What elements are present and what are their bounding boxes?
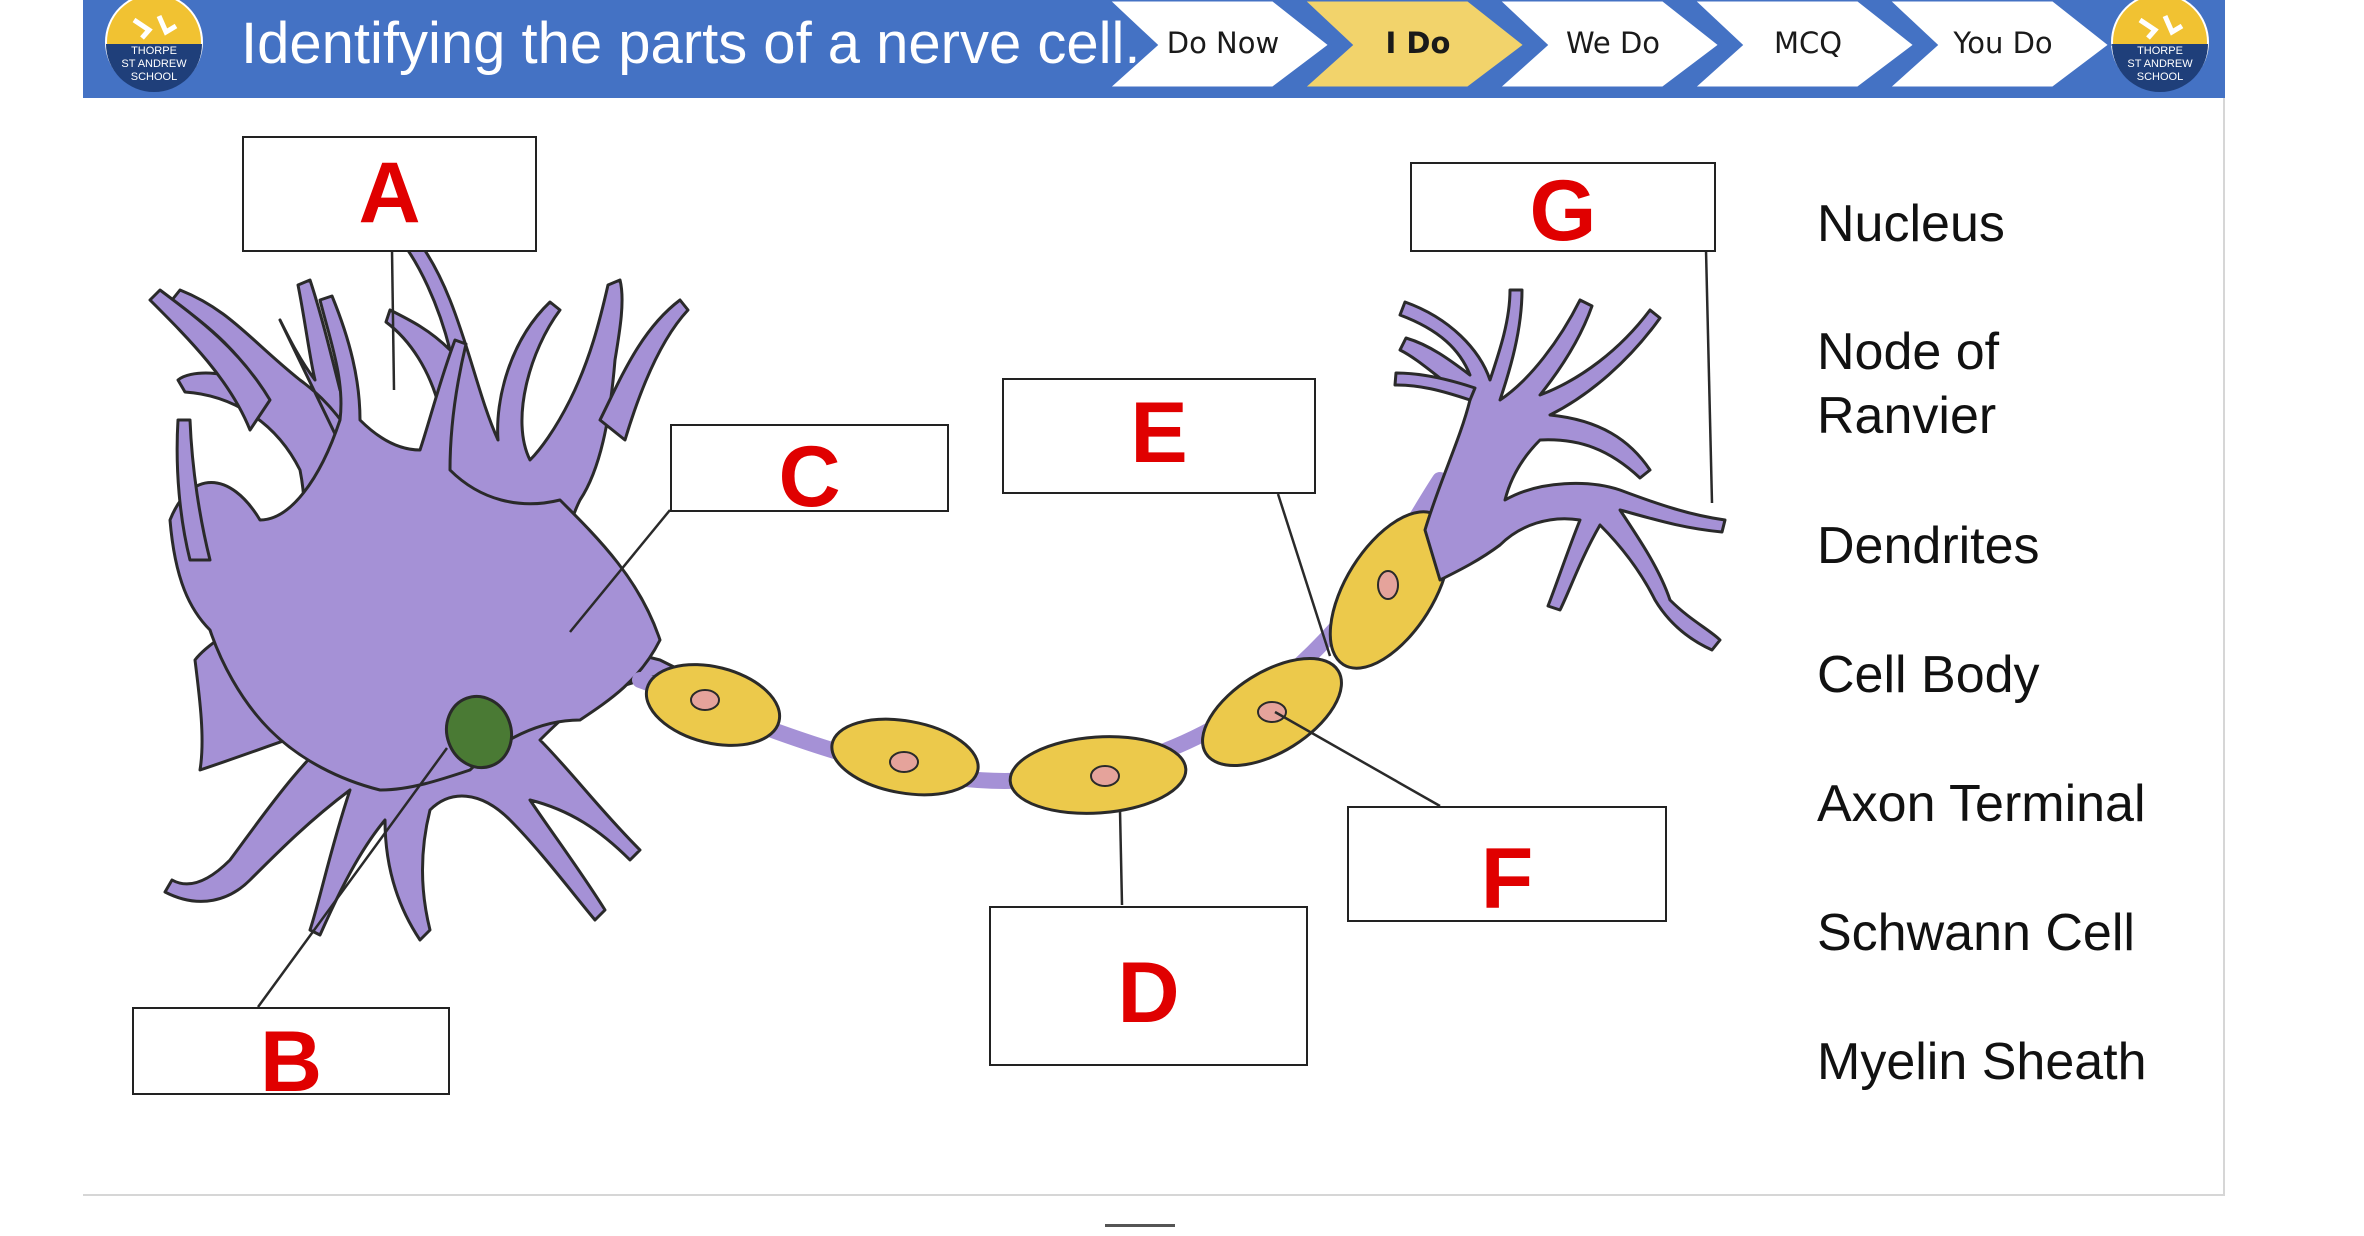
axon-terminal [1393,288,1727,652]
svg-text:ST ANDREW: ST ANDREW [2127,58,2193,70]
school-logo-right: THORPE ST ANDREW SCHOOL [2111,0,2209,92]
cell-body [148,288,690,792]
scroll-indicator [1105,1224,1175,1227]
term-schwann-cell: Schwann Cell [1817,904,2135,962]
svg-text:SCHOOL: SCHOOL [131,71,177,83]
label-box-f[interactable]: F [1347,806,1667,927]
term-axon-terminal: Axon Terminal [1817,775,2146,833]
nav-tab-label: You Do [1953,26,2053,60]
label-box-d[interactable]: D [989,906,1308,1066]
label-letter: D [1117,945,1180,1041]
term-nucleus: Nucleus [1817,195,2005,253]
label-box-e[interactable]: E [1002,378,1316,494]
label-box-b[interactable]: B [132,1007,450,1110]
label-letter: B [259,1014,323,1110]
nav-tab-label: We Do [1565,26,1661,60]
nav-tab-label: I Do [1385,26,1451,60]
myelin-sheath [644,510,1452,815]
schwann-nuclei [690,570,1399,787]
nav-tab-label: MCQ [1773,26,1843,60]
svg-text:THORPE: THORPE [2137,45,2183,57]
label-box-a[interactable]: A [242,136,537,252]
label-letter: F [1480,831,1534,927]
term-cell-body: Cell Body [1817,646,2040,704]
label-letter: A [358,145,421,241]
label-box-g[interactable]: G [1410,162,1716,259]
svg-text:THORPE: THORPE [131,45,177,57]
nucleus-shape [445,694,513,770]
term-dendrites: Dendrites [1817,517,2040,575]
svg-text:SCHOOL: SCHOOL [2137,71,2183,83]
page-title: Identifying the parts of a nerve cell. [241,11,1141,76]
term-node-line2: Ranvier [1817,387,1997,445]
label-letter: E [1130,385,1188,481]
term-node-line1: Node of [1817,323,2000,381]
nav-tab-label: Do Now [1166,26,1280,60]
label-letter: G [1529,163,1597,259]
svg-text:ST ANDREW: ST ANDREW [121,58,187,70]
term-myelin-sheath: Myelin Sheath [1817,1033,2147,1091]
school-logo-left: THORPE ST ANDREW SCHOOL [105,0,203,92]
label-letter: C [778,429,841,525]
label-box-c[interactable]: C [670,424,949,525]
pointer-lines [256,249,1714,1008]
